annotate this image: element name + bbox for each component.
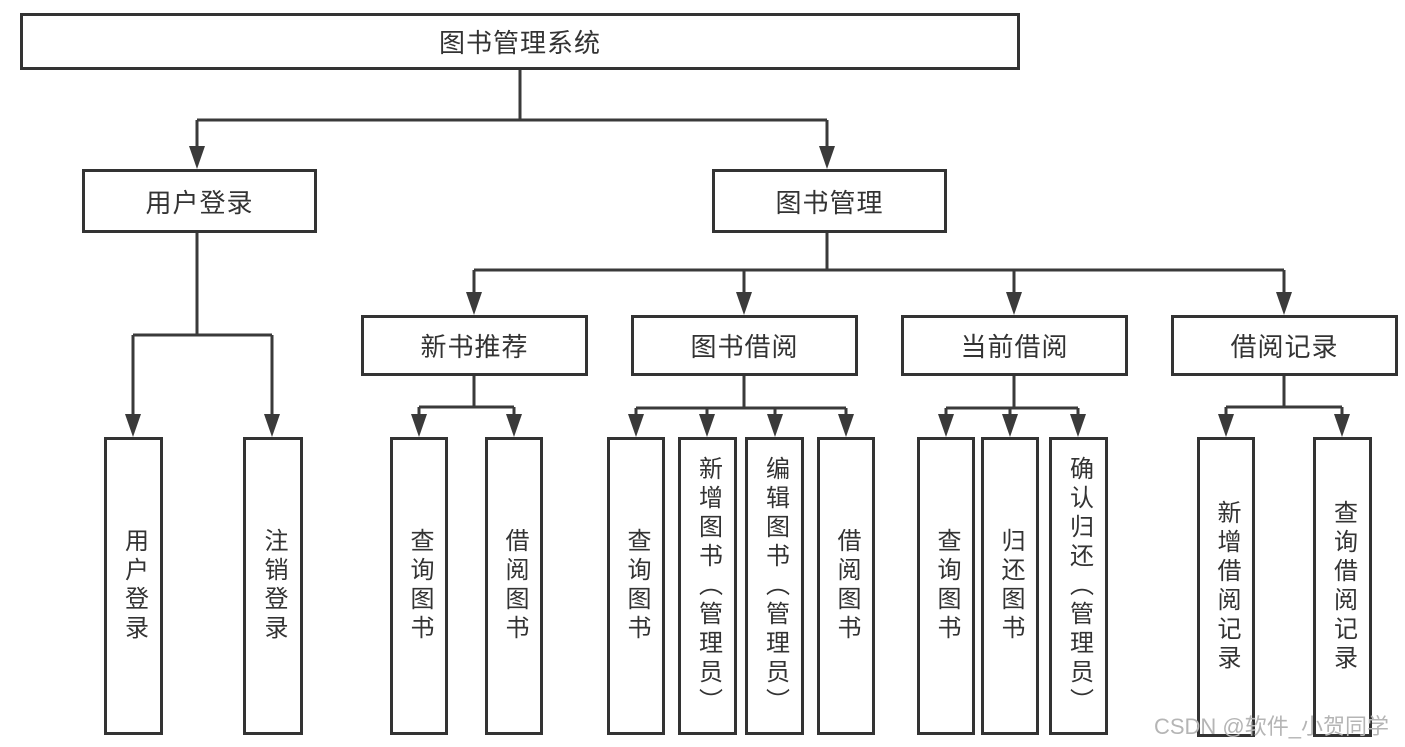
- leaf-bb-edit-books-admin: 编辑图书（管理员）: [745, 437, 804, 735]
- node-root-label: 图书管理系统: [438, 28, 601, 58]
- leaf-cb-query-books: 查询图书: [917, 437, 975, 735]
- leaf-nbr-borrow-books-label: 借阅图书: [501, 528, 528, 644]
- leaf-logout-login-label: 注销登录: [260, 528, 287, 644]
- leaf-br-query-record-label: 查询借阅记录: [1329, 500, 1357, 674]
- leaf-logout-login: 注销登录: [243, 437, 303, 735]
- leaf-user-login-label: 用户登录: [120, 528, 148, 644]
- leaf-nbr-query-books-label: 查询图书: [406, 528, 433, 644]
- leaf-br-query-record: 查询借阅记录: [1313, 437, 1372, 737]
- leaf-cb-return-books: 归还图书: [981, 437, 1039, 735]
- leaf-nbr-query-books: 查询图书: [390, 437, 448, 735]
- node-book-management: 图书管理: [712, 169, 947, 233]
- leaf-cb-confirm-return-admin-label: 确认归还（管理员）: [1065, 455, 1093, 717]
- node-book-management-label: 图书管理: [775, 187, 884, 218]
- leaf-bb-borrow-books-label: 借阅图书: [833, 528, 860, 644]
- leaf-user-login: 用户登录: [104, 437, 163, 735]
- leaf-br-add-record: 新增借阅记录: [1197, 437, 1255, 737]
- node-current-borrow-label: 当前借阅: [960, 332, 1069, 362]
- node-user-login-label: 用户登录: [145, 187, 254, 218]
- leaf-nbr-borrow-books: 借阅图书: [485, 437, 543, 735]
- node-root: 图书管理系统: [20, 13, 1020, 70]
- node-borrow-records-label: 借阅记录: [1230, 332, 1339, 362]
- leaf-br-add-record-label: 新增借阅记录: [1213, 500, 1240, 674]
- node-new-book-recommend-label: 新书推荐: [420, 332, 529, 362]
- leaf-bb-add-books-admin-label: 新增图书（管理员）: [694, 455, 722, 717]
- leaf-bb-query-books: 查询图书: [607, 437, 665, 735]
- leaf-cb-return-books-label: 归还图书: [997, 528, 1024, 644]
- leaf-bb-borrow-books: 借阅图书: [817, 437, 875, 735]
- leaf-cb-confirm-return-admin: 确认归还（管理员）: [1049, 437, 1108, 735]
- leaf-bb-edit-books-admin-label: 编辑图书（管理员）: [761, 455, 789, 717]
- node-borrow-records: 借阅记录: [1171, 315, 1398, 376]
- node-book-borrow: 图书借阅: [631, 315, 858, 376]
- node-new-book-recommend: 新书推荐: [361, 315, 588, 376]
- node-user-login: 用户登录: [82, 169, 317, 233]
- node-current-borrow: 当前借阅: [901, 315, 1128, 376]
- leaf-bb-query-books-label: 查询图书: [623, 528, 650, 644]
- node-book-borrow-label: 图书借阅: [690, 332, 799, 362]
- leaf-cb-query-books-label: 查询图书: [933, 528, 960, 644]
- leaf-bb-add-books-admin: 新增图书（管理员）: [678, 437, 737, 735]
- csdn-watermark: CSDN @软件_小贺同学: [1153, 714, 1389, 739]
